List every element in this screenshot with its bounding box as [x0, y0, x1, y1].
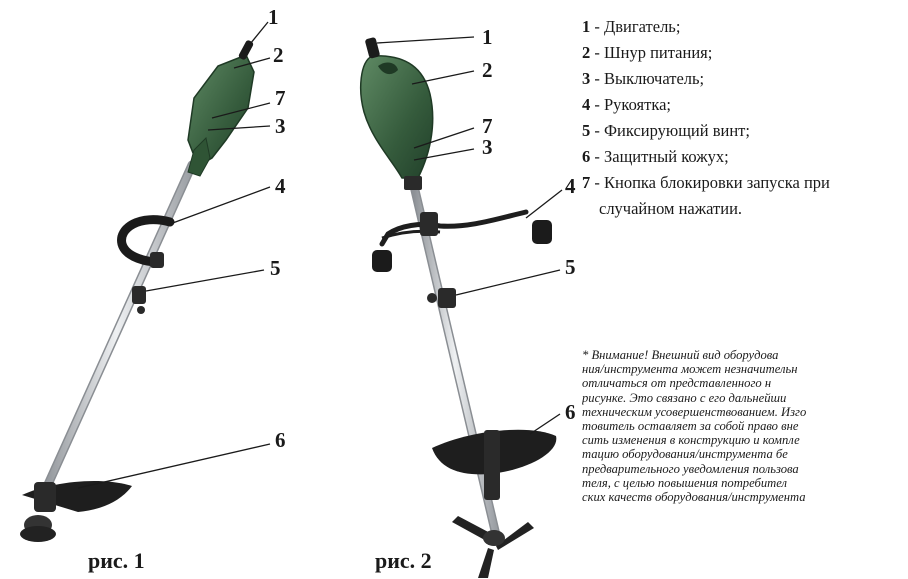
legend-item: 2 - Шнур питания;	[582, 40, 908, 66]
figure-1-caption: рис. 1	[88, 550, 145, 572]
note-line: теля, с целью повышения потребител	[582, 476, 908, 490]
callout-7-fig2: 7	[482, 116, 493, 137]
callout-6-fig1: 6	[275, 430, 286, 451]
note-line: тацию оборудования/инструмента бе	[582, 447, 908, 461]
callout-4-fig1: 4	[275, 176, 286, 197]
callout-1-fig1: 1	[268, 7, 279, 28]
callout-5-fig1: 5	[270, 258, 281, 279]
bike-handle-2	[372, 212, 552, 272]
note-line: предварительного уведомления пользова	[582, 462, 908, 476]
callout-4-fig2: 4	[565, 176, 576, 197]
callout-3-fig2: 3	[482, 137, 493, 158]
legend-item: 7 - Кнопка блокировки запуска при	[582, 170, 908, 196]
note-line: техническим усовершенствованием. Изго	[582, 405, 908, 419]
note-line: сить изменения в конструкцию и компле	[582, 433, 908, 447]
legend-item: 6 - Защитный кожух;	[582, 144, 908, 170]
callout-6-fig2: 6	[565, 402, 576, 423]
guard-2	[432, 430, 556, 578]
callout-2-fig1: 2	[273, 45, 284, 66]
callout-1-fig2: 1	[482, 27, 493, 48]
guard-1	[20, 481, 132, 542]
legend-item: 1 - Двигатель;	[582, 14, 908, 40]
note-line: рисунке. Это связано с его дальнейши	[582, 391, 908, 405]
legend-item: 5 - Фиксирующий винт;	[582, 118, 908, 144]
note-line: ния/инструмента может незначительн	[582, 362, 908, 376]
callout-2-fig2: 2	[482, 60, 493, 81]
note-line: * Внимание! Внешний вид оборудова	[582, 348, 908, 362]
trimmer-figure-2	[361, 37, 557, 578]
callout-7-fig1: 7	[275, 88, 286, 109]
legend-item: 3 - Выключатель;	[582, 66, 908, 92]
motor-housing-2	[361, 37, 433, 190]
parts-legend: 1 - Двигатель; 2 - Шнур питания; 3 - Вык…	[582, 14, 908, 222]
callout-3-fig1: 3	[275, 116, 286, 137]
trimmer-figure-1	[20, 39, 254, 542]
note-line: отличаться от представленного н	[582, 376, 908, 390]
callout-5-fig2: 5	[565, 257, 576, 278]
fixing-screw-2	[438, 288, 456, 308]
note-line: ских качеств оборудования/инструмента	[582, 490, 908, 504]
motor-housing-1	[188, 39, 254, 176]
disclaimer-note: * Внимание! Внешний вид оборудова ния/ин…	[582, 348, 908, 504]
figure-2-caption: рис. 2	[375, 550, 432, 572]
legend-item: 4 - Рукоятка;	[582, 92, 908, 118]
note-line: товитель оставляет за собой право вне	[582, 419, 908, 433]
legend-item-continuation: случайном нажатии.	[582, 196, 908, 222]
fixing-screw-1	[132, 286, 146, 304]
